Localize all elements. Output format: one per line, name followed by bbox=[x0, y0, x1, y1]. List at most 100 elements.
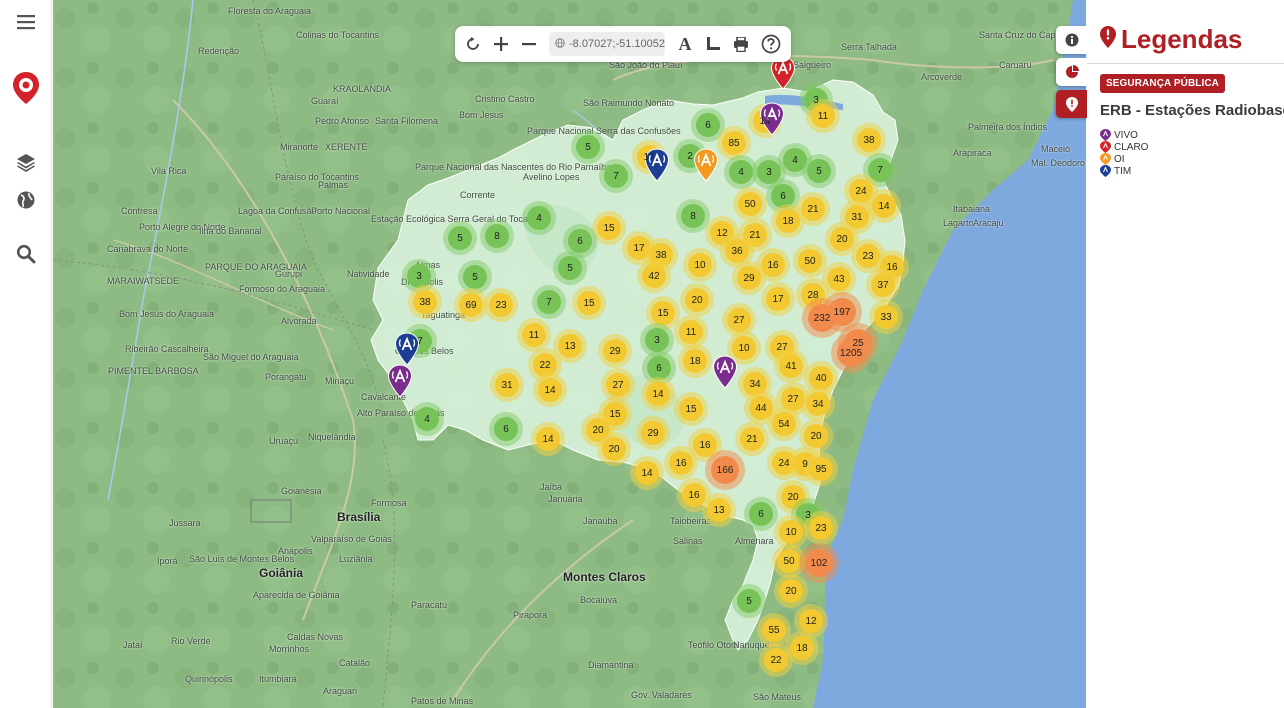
marker-cluster[interactable]: 29 bbox=[598, 334, 632, 368]
print-icon[interactable] bbox=[733, 32, 749, 56]
layers-icon[interactable] bbox=[8, 144, 44, 180]
marker-cluster[interactable]: 11 bbox=[674, 315, 708, 349]
marker-cluster[interactable]: 31 bbox=[840, 200, 874, 234]
marker-cluster[interactable]: 50 bbox=[733, 187, 767, 221]
zoom-in-icon[interactable] bbox=[493, 32, 509, 56]
marker-cluster[interactable]: 54 bbox=[767, 407, 801, 441]
antenna-marker-icon[interactable] bbox=[712, 355, 738, 394]
marker-cluster[interactable]: 16 bbox=[756, 248, 790, 282]
marker-cluster[interactable]: 95 bbox=[804, 452, 838, 486]
marker-cluster[interactable]: 4 bbox=[522, 201, 556, 235]
locus-logo-icon[interactable] bbox=[8, 70, 44, 106]
antenna-marker-icon[interactable] bbox=[693, 148, 719, 187]
marker-cluster[interactable]: 23 bbox=[804, 511, 838, 545]
marker-cluster[interactable]: 37 bbox=[866, 268, 900, 302]
marker-cluster[interactable]: 27 bbox=[601, 368, 635, 402]
marker-cluster[interactable]: 21 bbox=[735, 422, 769, 456]
marker-cluster[interactable]: 232 bbox=[802, 298, 842, 338]
cluster-count: 11 bbox=[528, 329, 540, 341]
marker-cluster[interactable]: 5 bbox=[732, 584, 766, 618]
marker-cluster[interactable]: 10 bbox=[727, 331, 761, 365]
marker-cluster[interactable]: 4 bbox=[410, 402, 444, 436]
marker-cluster[interactable]: 5 bbox=[553, 251, 587, 285]
antenna-marker-icon[interactable] bbox=[394, 332, 420, 371]
marker-cluster[interactable]: 20 bbox=[774, 574, 808, 608]
marker-cluster[interactable]: 3 bbox=[752, 155, 786, 189]
help-icon[interactable] bbox=[761, 32, 781, 56]
marker-cluster[interactable]: 4 bbox=[724, 155, 758, 189]
marker-cluster[interactable]: 34 bbox=[801, 387, 835, 421]
marker-cluster[interactable]: 166 bbox=[705, 450, 745, 490]
marker-cluster[interactable]: 11 bbox=[517, 318, 551, 352]
marker-cluster[interactable]: 15 bbox=[646, 296, 680, 330]
marker-cluster[interactable]: 6 bbox=[744, 497, 778, 531]
map-place-label: Morrinhos bbox=[269, 644, 310, 654]
marker-cluster[interactable]: 29 bbox=[636, 416, 670, 450]
marker-cluster[interactable]: 10 bbox=[774, 515, 808, 549]
antenna-marker-icon[interactable] bbox=[644, 148, 670, 187]
marker-cluster[interactable]: 14 bbox=[533, 373, 567, 407]
marker-cluster[interactable]: 40 bbox=[804, 361, 838, 395]
marker-cluster[interactable]: 6 bbox=[642, 351, 676, 385]
marker-cluster[interactable]: 29 bbox=[732, 261, 766, 295]
marker-cluster[interactable]: 38 bbox=[852, 123, 886, 157]
marker-cluster[interactable]: 85 bbox=[717, 126, 751, 160]
marker-cluster[interactable]: 7 bbox=[599, 159, 633, 193]
marker-cluster[interactable]: 5 bbox=[443, 221, 477, 255]
marker-cluster[interactable]: 31 bbox=[490, 368, 524, 402]
chart-icon[interactable] bbox=[1056, 58, 1088, 86]
ruler-icon[interactable] bbox=[705, 32, 721, 56]
menu-icon[interactable] bbox=[8, 4, 44, 40]
marker-cluster[interactable]: 22 bbox=[759, 643, 793, 677]
marker-cluster[interactable]: 13 bbox=[553, 329, 587, 363]
zoom-out-icon[interactable] bbox=[521, 32, 537, 56]
marker-cluster[interactable]: 42 bbox=[637, 259, 671, 293]
antenna-marker-icon[interactable] bbox=[770, 56, 796, 95]
marker-cluster[interactable]: 15 bbox=[674, 392, 708, 426]
refresh-icon[interactable] bbox=[465, 32, 481, 56]
text-tool-icon[interactable]: A bbox=[678, 33, 692, 54]
marker-cluster[interactable]: 1205 bbox=[831, 333, 871, 373]
marker-cluster[interactable]: 15 bbox=[572, 286, 606, 320]
marker-cluster[interactable]: 16 bbox=[677, 478, 711, 512]
marker-cluster[interactable]: 18 bbox=[678, 344, 712, 378]
marker-cluster[interactable]: 14 bbox=[641, 377, 675, 411]
marker-cluster[interactable]: 13 bbox=[702, 493, 736, 527]
marker-cluster[interactable]: 7 bbox=[532, 285, 566, 319]
marker-cluster[interactable]: 11 bbox=[806, 99, 840, 133]
marker-cluster[interactable]: 5 bbox=[802, 154, 836, 188]
marker-cluster[interactable]: 18 bbox=[771, 204, 805, 238]
marker-cluster[interactable]: 8 bbox=[480, 219, 514, 253]
marker-cluster[interactable]: 6 bbox=[563, 224, 597, 258]
marker-cluster[interactable]: 44 bbox=[744, 391, 778, 425]
marker-cluster[interactable]: 8 bbox=[676, 199, 710, 233]
search-icon[interactable] bbox=[8, 236, 44, 272]
antenna-marker-icon[interactable] bbox=[759, 102, 785, 141]
marker-cluster[interactable]: 50 bbox=[793, 244, 827, 278]
globe-icon[interactable] bbox=[8, 182, 44, 218]
marker-cluster[interactable]: 20 bbox=[680, 283, 714, 317]
marker-cluster[interactable]: 14 bbox=[630, 456, 664, 490]
marker-cluster[interactable]: 23 bbox=[484, 288, 518, 322]
marker-cluster[interactable]: 16 bbox=[664, 446, 698, 480]
marker-cluster[interactable]: 17 bbox=[761, 282, 795, 316]
marker-cluster[interactable]: 33 bbox=[869, 300, 903, 334]
legend-marker-icon[interactable] bbox=[1056, 90, 1088, 118]
marker-cluster[interactable]: 50 bbox=[772, 544, 806, 578]
marker-cluster[interactable]: 102 bbox=[799, 543, 839, 583]
info-icon[interactable] bbox=[1056, 26, 1088, 54]
marker-cluster[interactable]: 6 bbox=[489, 412, 523, 446]
marker-cluster[interactable]: 5 bbox=[571, 130, 605, 164]
antenna-marker-icon[interactable] bbox=[387, 364, 413, 403]
marker-cluster[interactable]: 4 bbox=[778, 143, 812, 177]
marker-cluster[interactable]: 41 bbox=[774, 349, 808, 383]
marker-cluster[interactable]: 69 bbox=[454, 288, 488, 322]
marker-cluster[interactable]: 3 bbox=[640, 323, 674, 357]
marker-cluster[interactable]: 14 bbox=[867, 189, 901, 223]
marker-cluster[interactable]: 14 bbox=[531, 422, 565, 456]
marker-cluster[interactable]: 15 bbox=[592, 211, 626, 245]
marker-cluster[interactable]: 10 bbox=[683, 248, 717, 282]
marker-cluster[interactable]: 38 bbox=[408, 285, 442, 319]
marker-cluster[interactable]: 20 bbox=[597, 432, 631, 466]
